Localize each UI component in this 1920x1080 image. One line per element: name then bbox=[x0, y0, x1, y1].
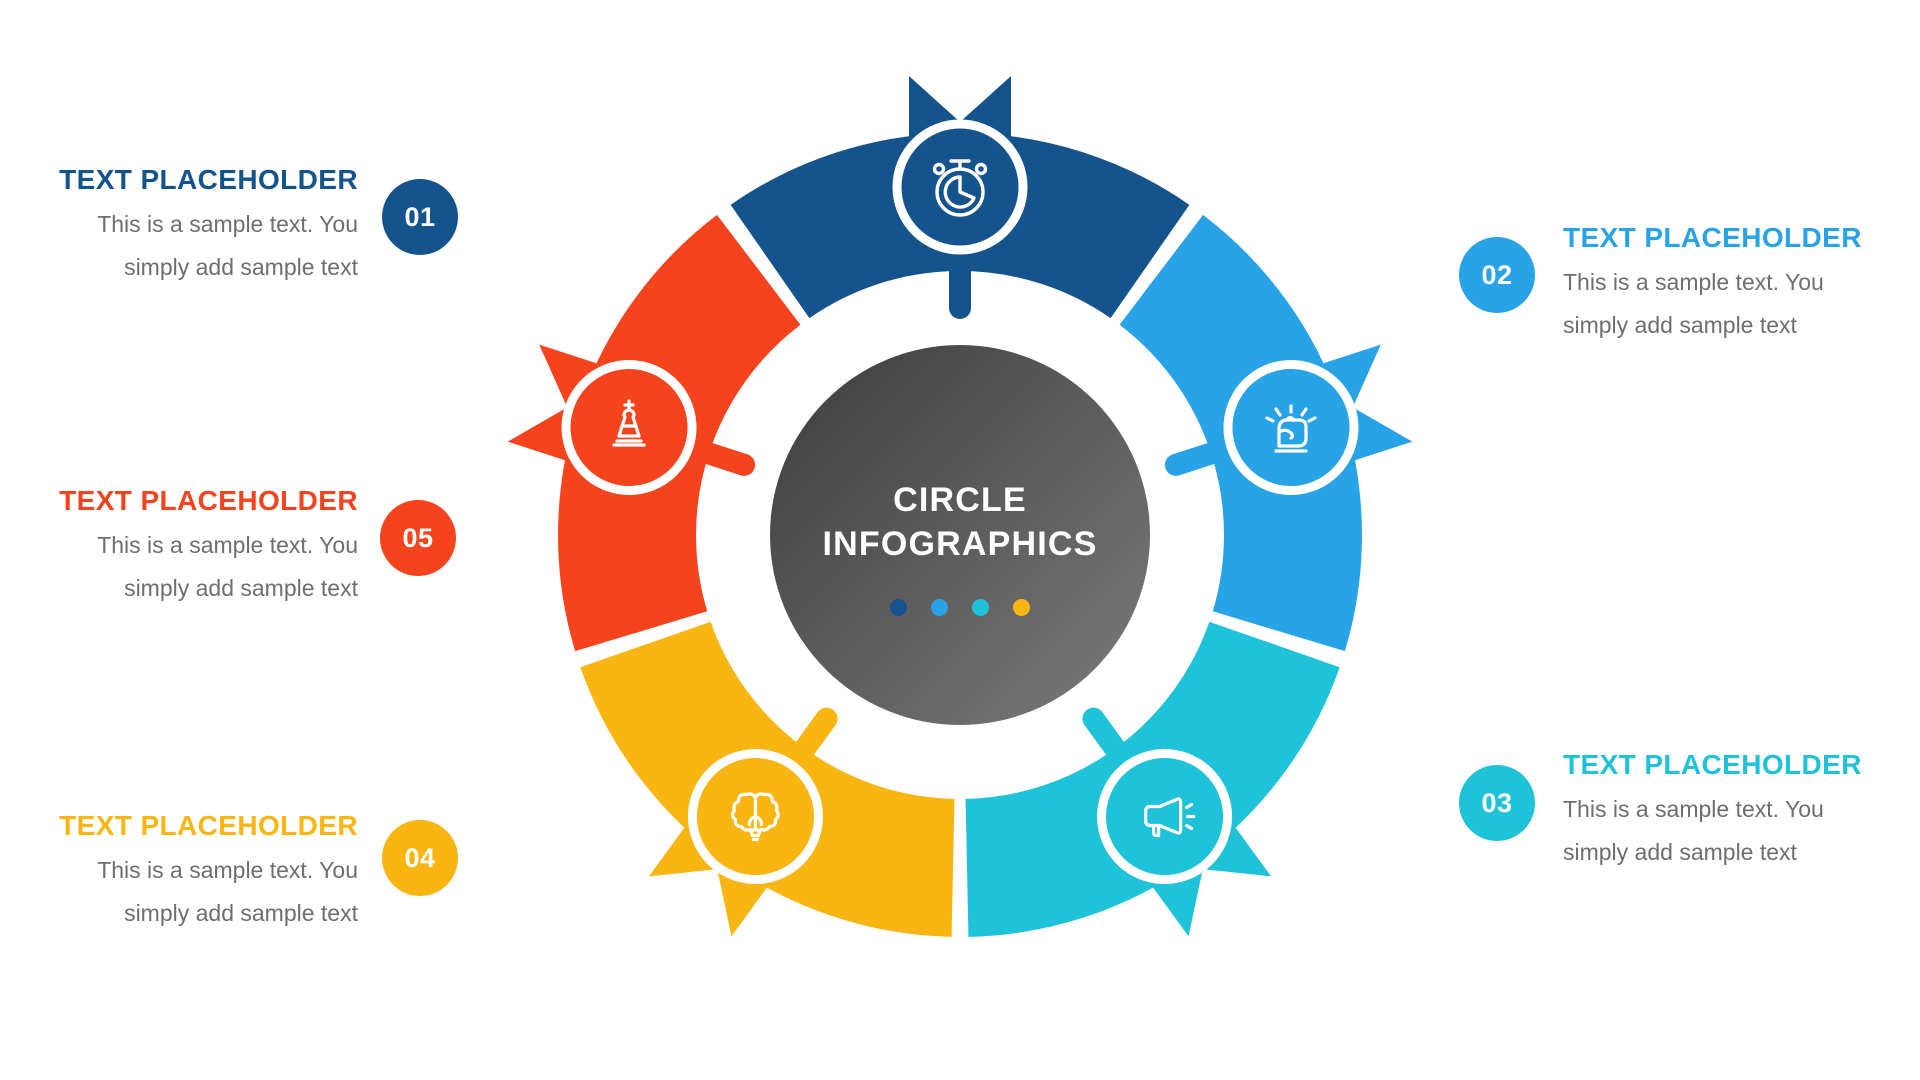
text-block-02: TEXT PLACEHOLDER This is a sample text. … bbox=[1563, 221, 1893, 347]
badge-circle-03 bbox=[1097, 749, 1233, 885]
number-badge-04: 04 bbox=[382, 820, 458, 896]
brain-icon bbox=[731, 792, 780, 842]
fist-icon bbox=[1265, 404, 1317, 453]
number-badge-02: 02 bbox=[1459, 237, 1535, 313]
text-block-04: TEXT PLACEHOLDER This is a sample text. … bbox=[58, 809, 358, 935]
text-block-05-body: This is a sample text. You simply add sa… bbox=[97, 532, 358, 601]
dot-cyan bbox=[972, 599, 989, 616]
center-title: CIRCLE INFOGRAPHICS bbox=[760, 478, 1160, 566]
tail-04 bbox=[792, 707, 838, 762]
badge-circle-02 bbox=[1223, 359, 1359, 495]
chess-icon bbox=[612, 399, 646, 447]
center-circle bbox=[770, 345, 1150, 725]
dot-yellow bbox=[1013, 599, 1030, 616]
tail-03 bbox=[1082, 707, 1128, 762]
stopwatch-icon bbox=[932, 159, 988, 217]
tail-05 bbox=[696, 441, 756, 476]
text-block-03-body: This is a sample text. You simply add sa… bbox=[1563, 796, 1824, 865]
number-badge-01: 01 bbox=[382, 179, 458, 255]
tail-02 bbox=[1164, 441, 1224, 476]
dot-light-blue bbox=[931, 599, 948, 616]
text-block-01-title: TEXT PLACEHOLDER bbox=[59, 164, 358, 195]
center-dots bbox=[760, 599, 1160, 616]
text-block-01: TEXT PLACEHOLDER This is a sample text. … bbox=[58, 163, 358, 289]
text-block-05-title: TEXT PLACEHOLDER bbox=[59, 485, 358, 516]
text-block-05: TEXT PLACEHOLDER This is a sample text. … bbox=[58, 484, 358, 610]
megaphone-icon bbox=[1143, 797, 1196, 838]
text-block-03: TEXT PLACEHOLDER This is a sample text. … bbox=[1563, 748, 1893, 874]
text-block-03-title: TEXT PLACEHOLDER bbox=[1563, 749, 1862, 780]
number-badge-03: 03 bbox=[1459, 765, 1535, 841]
text-block-02-body: This is a sample text. You simply add sa… bbox=[1563, 269, 1824, 338]
center-title-line1: CIRCLE bbox=[893, 481, 1027, 519]
dot-dark-blue bbox=[890, 599, 907, 616]
text-block-04-body: This is a sample text. You simply add sa… bbox=[97, 857, 358, 926]
text-block-01-body: This is a sample text. You simply add sa… bbox=[97, 211, 358, 280]
number-badge-05: 05 bbox=[380, 500, 456, 576]
text-block-04-title: TEXT PLACEHOLDER bbox=[59, 810, 358, 841]
center-title-line2: INFOGRAPHICS bbox=[822, 525, 1098, 563]
text-block-02-title: TEXT PLACEHOLDER bbox=[1563, 222, 1862, 253]
